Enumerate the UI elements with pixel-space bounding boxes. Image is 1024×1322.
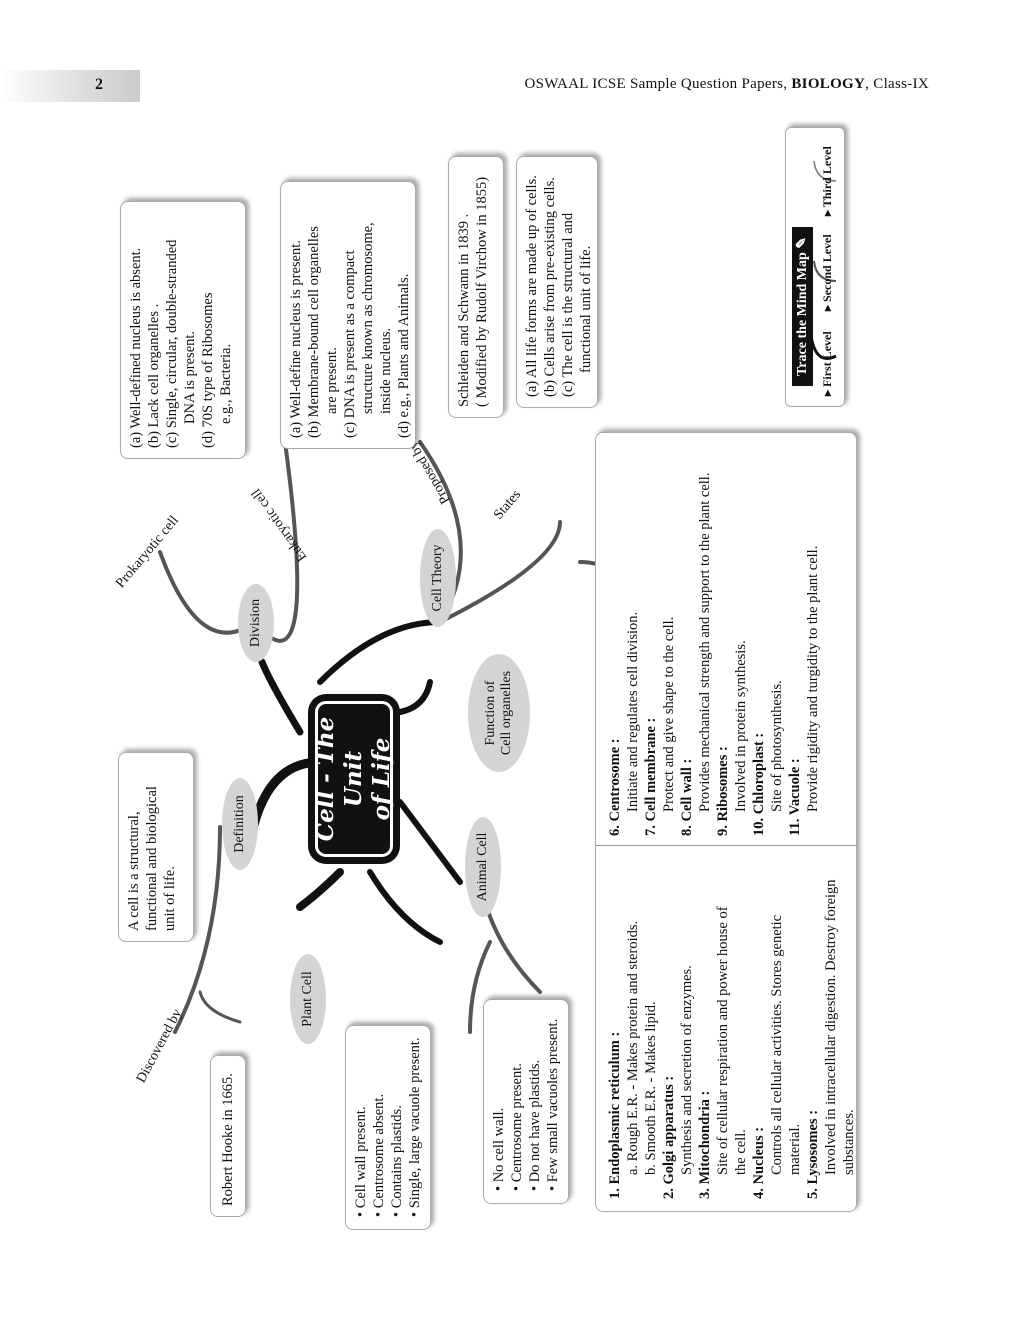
discovery-text: Robert Hooke in 1665. bbox=[220, 1073, 236, 1206]
node-cell-theory: Cell Theory bbox=[420, 529, 456, 627]
organelle-title: 7. Cell membrane : bbox=[643, 717, 659, 836]
node-animal-cell: Animal Cell bbox=[465, 817, 501, 917]
organelle-title: 9. Ribosomes : bbox=[715, 746, 731, 836]
organelle-title: 11. Vacuole : bbox=[787, 758, 803, 836]
node-division-label: Division bbox=[248, 598, 263, 648]
organelle-desc: Protect and give shape to the cell. bbox=[661, 616, 677, 812]
eukaryotic-line: (d) e.g., Plants and Animals. bbox=[396, 273, 412, 438]
organelle-desc: material. bbox=[787, 1123, 803, 1175]
plant-cell-item: Single, large vacuole present. bbox=[406, 1036, 424, 1208]
node-function-label-2: Cell organelles bbox=[499, 670, 514, 756]
plant-cell-item: Contains plastids. bbox=[388, 1036, 406, 1208]
node-cell-theory-label: Cell Theory bbox=[430, 544, 445, 612]
eukaryotic-line: (a) Well-define nucleus is present. bbox=[288, 240, 304, 438]
prokaryotic-line: (c) Single, circular, double-stranded bbox=[164, 239, 180, 448]
animal-cell-box: No cell wall. Centrosome present. Do not… bbox=[483, 999, 569, 1204]
states-box: (a) All life forms are made up of cells.… bbox=[516, 156, 598, 408]
organelle-title: 2. Golgi apparatus : bbox=[661, 1075, 677, 1199]
eukaryotic-line: inside nucleus. bbox=[378, 327, 394, 414]
eukaryotic-line: (c) DNA is present as a compact bbox=[342, 250, 358, 438]
organelle-desc: substances. bbox=[841, 1109, 857, 1175]
node-plant-cell: Plant Cell bbox=[290, 954, 326, 1044]
prokaryotic-line: (a) Well-defined nucleus is absent. bbox=[128, 247, 144, 448]
animal-cell-item: Centrosome present. bbox=[508, 1010, 526, 1182]
node-plant-cell-label: Plant Cell bbox=[300, 971, 315, 1027]
plant-cell-item: Cell wall present. bbox=[352, 1036, 370, 1208]
header-prefix: OSWAAL ICSE Sample Question Papers, bbox=[524, 76, 792, 92]
states-line: (c) The cell is the structural and bbox=[560, 212, 576, 397]
states-line: functional unit of life. bbox=[578, 245, 594, 373]
animal-cell-item: Few small vacuoles present. bbox=[544, 1010, 562, 1183]
definition-line: unit of life. bbox=[162, 866, 178, 931]
column-divider bbox=[596, 845, 858, 846]
central-topic-line2: of Life bbox=[368, 737, 395, 821]
plant-cell-item: Centrosome absent. bbox=[370, 1036, 388, 1208]
organelle-title: 8. Cell wall : bbox=[679, 758, 695, 836]
legend-third-level: ▸ Third Level bbox=[820, 146, 834, 216]
organelles-right-column: 6. Centrosome : Initiate and regulates c… bbox=[606, 436, 822, 836]
central-topic-line1: Cell - The Unit bbox=[312, 716, 367, 842]
legend-second-level: ▸ Second Level bbox=[820, 234, 834, 311]
node-animal-cell-label: Animal Cell bbox=[475, 832, 490, 902]
organelle-desc: Synthesis and secretion of enzymes. bbox=[679, 965, 695, 1175]
organelle-desc: Site of cellular respiration and power h… bbox=[715, 906, 731, 1175]
page-number: 2 bbox=[95, 76, 103, 93]
organelle-desc: Provides mechanical strength and support… bbox=[697, 472, 713, 812]
organelles-left-column: 1. Endoplasmic reticulum : a. Rough E.R.… bbox=[606, 854, 858, 1199]
mind-map-legend: Trace the Mind Map ✎ ▸ First Level ▸ Sec… bbox=[785, 127, 845, 407]
organelle-desc: Provide rigidity and turgidity to the pl… bbox=[805, 545, 821, 812]
discovery-box: Robert Hooke in 1665. bbox=[210, 1055, 246, 1217]
animal-cell-item: Do not have plastids. bbox=[526, 1010, 544, 1182]
proposed-line: ( Modified by Rudolf Virchow in 1855) bbox=[474, 176, 490, 407]
eukaryotic-line: (b) Membrane-bound cell organelles bbox=[306, 226, 322, 438]
organelle-desc: Involved in protein synthesis. bbox=[733, 640, 749, 812]
prokaryotic-line: DNA is present. bbox=[182, 330, 198, 424]
legend-curves bbox=[809, 160, 837, 360]
running-header: OSWAAL ICSE Sample Question Papers, BIOL… bbox=[524, 76, 929, 93]
definition-line: A cell is a structural, bbox=[126, 811, 142, 931]
page-number-tab bbox=[0, 70, 140, 102]
prokaryotic-line: (b) Lack cell organelles . bbox=[146, 303, 162, 448]
organelle-desc: Controls all cellular activities. Stores… bbox=[769, 914, 785, 1175]
organelle-desc: Involved in intracellular digestion. Des… bbox=[823, 879, 839, 1175]
legend-first-level: ▸ First Level bbox=[820, 331, 834, 396]
organelle-title: 6. Centrosome : bbox=[607, 738, 623, 836]
organelle-desc: a. Rough E.R. - Makes protein and steroi… bbox=[625, 920, 641, 1175]
prokaryotic-line: e.g., Bacteria. bbox=[218, 343, 234, 424]
states-line: (b) Cells arise from pre-existing cells. bbox=[542, 177, 558, 397]
organelle-desc: b. Smooth E.R. - Makes lipid. bbox=[643, 1001, 659, 1175]
plant-cell-box: Cell wall present. Centrosome absent. Co… bbox=[345, 1025, 431, 1230]
organelle-desc: the cell. bbox=[733, 1129, 749, 1175]
organelle-title: 5. Lysosomes : bbox=[805, 1109, 821, 1199]
proposed-by-box: Schleiden and Schwann in 1839 . ( Modifi… bbox=[448, 156, 504, 418]
node-division: Division bbox=[238, 584, 274, 662]
organelle-desc: Site of photosynthesis. bbox=[769, 680, 785, 812]
eukaryotic-line: structure known as chromosome, bbox=[360, 222, 376, 414]
eukaryotic-box: (a) Well-define nucleus is present. (b) … bbox=[280, 181, 416, 449]
node-function-label-1: Function of bbox=[483, 680, 498, 746]
organelle-title: 3. Mitochondria : bbox=[697, 1090, 713, 1199]
header-suffix: , Class-IX bbox=[865, 76, 929, 92]
eukaryotic-line: are present. bbox=[324, 347, 340, 414]
node-definition-label: Definition bbox=[232, 795, 247, 853]
definition-box: A cell is a structural, functional and b… bbox=[118, 752, 194, 942]
proposed-line: Schleiden and Schwann in 1839 . bbox=[456, 213, 472, 407]
organelle-title: 10. Chloroplast : bbox=[751, 732, 767, 836]
organelle-desc: Initiate and regulates cell division. bbox=[625, 611, 641, 812]
organelle-title: 4. Nucleus : bbox=[751, 1126, 767, 1199]
prokaryotic-line: (d) 70S type of Ribosomes bbox=[200, 292, 216, 448]
organelle-functions-box: 1. Endoplasmic reticulum : a. Rough E.R.… bbox=[595, 432, 858, 1212]
definition-line: functional and biological bbox=[144, 786, 160, 931]
node-definition: Definition bbox=[222, 778, 258, 870]
states-line: (a) All life forms are made up of cells. bbox=[524, 175, 540, 397]
header-subject: BIOLOGY bbox=[791, 76, 866, 92]
organelle-title: 1. Endoplasmic reticulum : bbox=[607, 1031, 623, 1199]
prokaryotic-box: (a) Well-defined nucleus is absent. (b) … bbox=[120, 201, 246, 459]
animal-cell-item: No cell wall. bbox=[490, 1010, 508, 1183]
